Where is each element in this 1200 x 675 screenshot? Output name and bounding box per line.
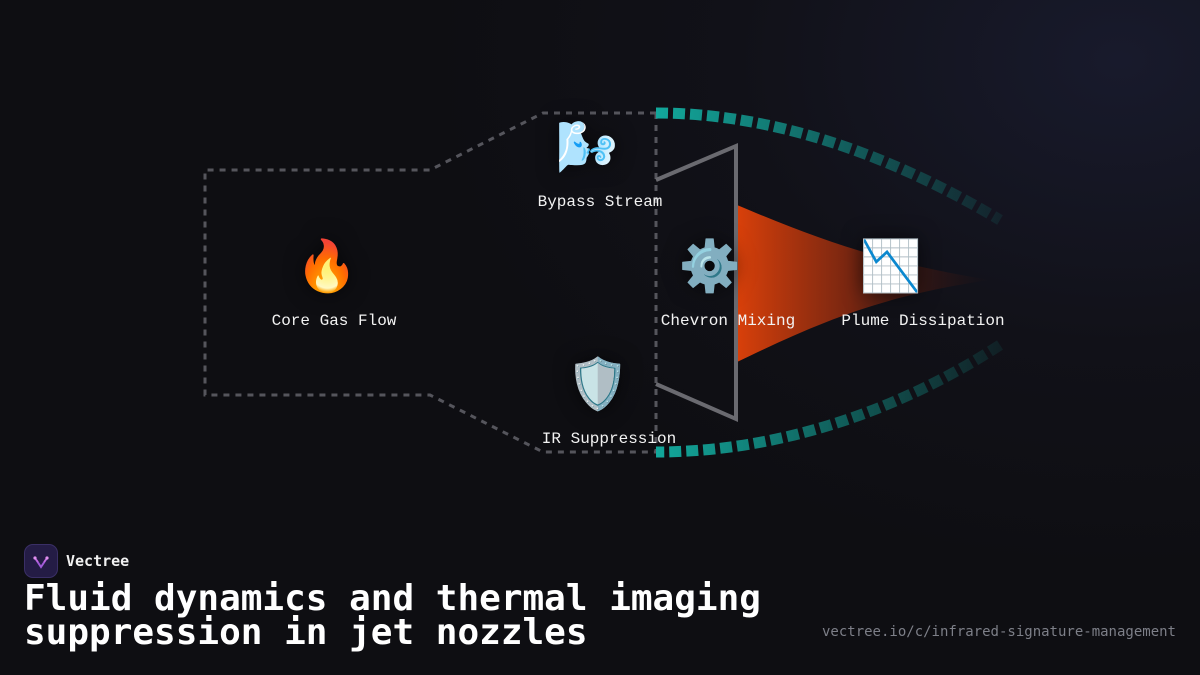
gear-icon: ⚙️ (678, 237, 742, 295)
node-label: Chevron Mixing (660, 312, 796, 330)
exhaust-arc (655, 107, 1003, 458)
node-label: Core Gas Flow (271, 312, 397, 330)
node-core-gas-flow: 🔥 Core Gas Flow (258, 236, 397, 330)
exhaust-plume (737, 205, 990, 362)
page-title: Fluid dynamics and thermal imaging suppr… (24, 578, 761, 653)
wind-icon: 🌬️ (555, 118, 619, 176)
brand: Vectree (24, 544, 129, 578)
brand-name: Vectree (66, 552, 130, 570)
source-url[interactable]: vectree.io/c/infrared-signature-manageme… (821, 624, 1176, 640)
node-plume-dissipation: 📉 Plume Dissipation (777, 236, 1004, 330)
nozzle-outline (203, 111, 656, 454)
chevron-mixer-outline (655, 142, 738, 423)
node-label: IR Suppression (541, 430, 677, 448)
node-ir-suppression: 🛡️ IR Suppression (520, 354, 676, 448)
node-label: Plume Dissipation (841, 312, 1005, 330)
vectree-logo-icon (24, 544, 58, 578)
node-chevron-mixing: ⚙️ Chevron Mixing (625, 236, 795, 330)
node-label: Bypass Stream (537, 193, 663, 211)
chart-decreasing-icon: 📉 (859, 237, 923, 295)
shield-icon: 🛡️ (566, 355, 630, 413)
fire-icon: 🔥 (295, 237, 359, 295)
node-bypass-stream: 🌬️ Bypass Stream (512, 117, 663, 211)
